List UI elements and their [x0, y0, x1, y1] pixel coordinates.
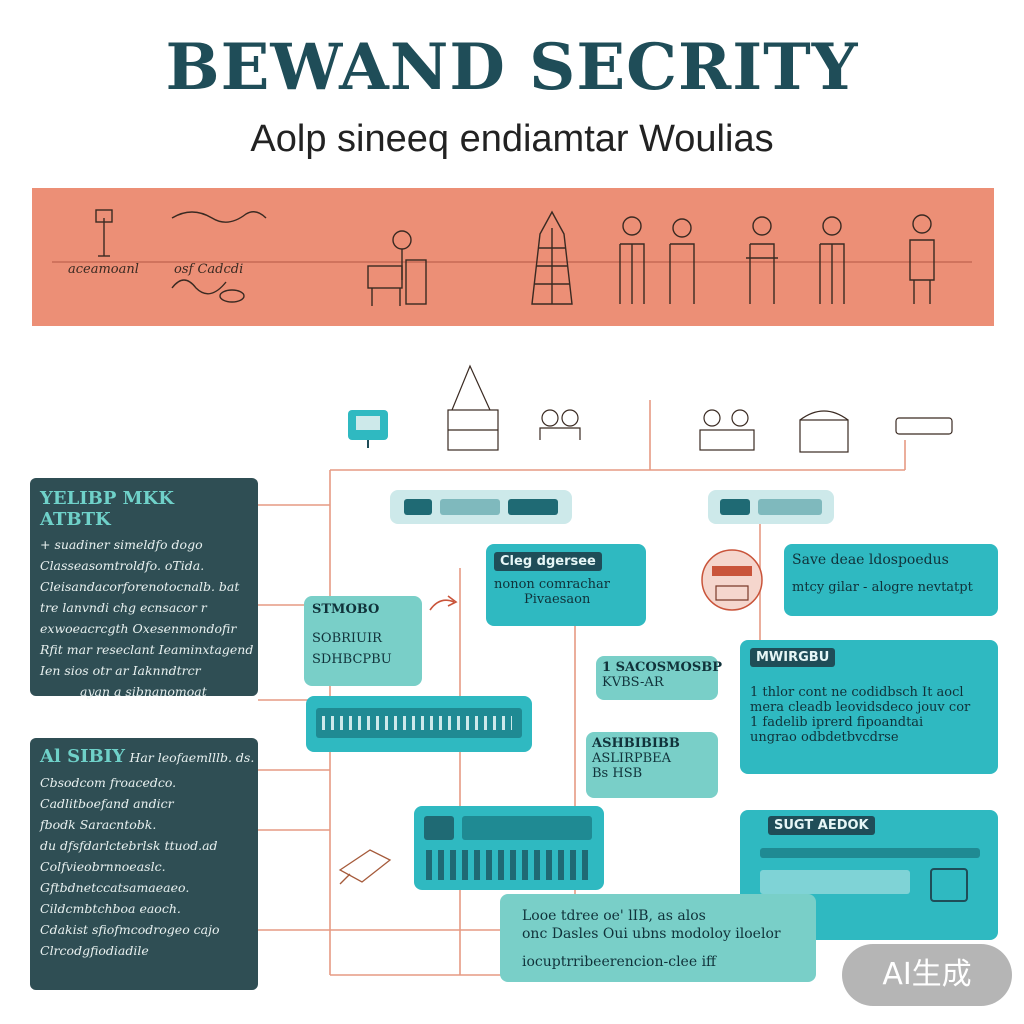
- card-segment-line1: nonon comrachar: [494, 577, 610, 592]
- list-item: Cadlitboefand andicr: [40, 796, 174, 811]
- device-icon-2: [930, 868, 968, 902]
- card-save-label: Save deae ldospoedus: [792, 552, 949, 568]
- hand-doodle-icon: [338, 849, 392, 885]
- list-item: fbodk Saracntobk.: [40, 817, 157, 832]
- card-sketch-label: STMOBO: [312, 602, 380, 617]
- card-status-2[interactable]: ASHBIBIBB ASLIRPBEA Bs HSB: [586, 732, 718, 798]
- card-status-2-line1: ASLIRPBEA: [592, 751, 672, 766]
- info-panel-bottom-heading-suffix: Har leofaemlllb. ds.: [129, 750, 255, 765]
- card-summary-line: onc Dasles Oui ubns modoloy iloelor: [522, 926, 781, 942]
- device-icon: [895, 417, 953, 435]
- card-info-line: ungrao odbdetbvcdrse: [750, 730, 899, 745]
- list-item: Gftbdnetccatsamaeaeo.: [40, 880, 190, 895]
- banner-figures: [52, 209, 972, 306]
- tower-icon: [531, 210, 573, 305]
- card-info-line: mera cleadb leovidsdeco jouv cor: [750, 700, 971, 715]
- arrow-doodle-icon: [429, 595, 458, 611]
- toolbar-strip-1[interactable]: [390, 490, 572, 524]
- info-line: Ien sios otr ar Iaknndtrcr: [40, 663, 201, 678]
- list-item: Cbsodcom froacedco.: [40, 775, 177, 790]
- person-desk-icon: [367, 230, 427, 306]
- card-sketch-line2: SDHBCPBU: [312, 652, 392, 667]
- banner-label-2: osf Cadcdi: [174, 262, 244, 277]
- card-audit-label: SUGT AEDOK: [768, 816, 875, 835]
- card-info-main[interactable]: MWIRGBU 1 thlor cont ne codidbsch It aoc…: [740, 640, 998, 774]
- info-line: + suadiner simeldfo dogo: [40, 537, 203, 552]
- watermark-badge: AI生成: [842, 944, 1012, 1006]
- person-icon-2: [669, 218, 695, 304]
- card-sketch-line1: SOBRIUIR: [312, 631, 382, 646]
- card-status-1-line1: KVBS-AR: [602, 675, 664, 690]
- card-status-2-line2: Bs HSB: [592, 766, 643, 781]
- page-title: BEWAND SECRITY: [165, 30, 859, 105]
- card-status-2-label: ASHBIBIBB: [592, 736, 680, 751]
- card-info-main-label: MWIRGBU: [750, 648, 836, 667]
- card-save-line1: mtcy gilar - alogre nevtatpt: [792, 580, 973, 595]
- card-summary-line: iocuptrribeerencion-clee iff: [522, 954, 716, 970]
- person-icon-5: [909, 214, 935, 304]
- doodle-icon: [171, 211, 267, 303]
- card-info-line: 1 thlor cont ne codidbsch It aocl: [750, 685, 964, 700]
- person-icon-3: [746, 216, 778, 304]
- list-item: du dfsfdarlctebrlsk ttuod.ad: [40, 838, 218, 853]
- illustration-banner: aceamoanl osf Cadcdi: [32, 188, 994, 326]
- people-icon-2: [699, 409, 755, 451]
- info-panel-bottom-heading: Al SIBIY: [40, 746, 125, 767]
- card-status-1-label: 1 SACOSMOSBP: [602, 660, 722, 675]
- emblem-icon: [701, 549, 763, 611]
- info-panel-top-heading: YELIBP MKK ATBTK: [40, 488, 174, 530]
- card-segment[interactable]: Cleg dgersee nonon comrachar Pivaesaon: [486, 544, 646, 626]
- info-panel-bottom: Al SIBIY Har leofaemlllb. ds. Cbsodcom f…: [30, 738, 258, 990]
- info-panel-top: YELIBP MKK ATBTK + suadiner simeldfo dog…: [30, 478, 258, 699]
- card-segment-line2: Pivaesaon: [524, 592, 591, 607]
- monitor-icon: [348, 410, 388, 448]
- card-summary-line: Looe tdree oe' lIB, as alos: [522, 908, 706, 924]
- info-line: ayan a sibnanomoat: [80, 684, 207, 699]
- building-icon-2: [799, 410, 849, 453]
- card-sketch[interactable]: STMOBO SOBRIUIR SDHBCPBU: [304, 596, 422, 686]
- info-line: Cleisandacorforenotocnalb. bat: [40, 579, 240, 594]
- people-icon-1: [539, 409, 581, 440]
- building-icon-1: [447, 364, 499, 451]
- key-icon: [95, 209, 113, 257]
- list-item: Colfvieobrnnoeaslc.: [40, 859, 166, 874]
- info-line: Classeasomtroldfo. oTida.: [40, 558, 205, 573]
- toolbar-strip-2[interactable]: [708, 490, 834, 524]
- card-toolbar[interactable]: [306, 696, 532, 752]
- card-summary[interactable]: Looe tdree oe' lIB, as alos onc Dasles O…: [500, 894, 816, 982]
- info-line: tre lanvndi chg ecnsacor r: [40, 600, 207, 615]
- card-save[interactable]: Save deae ldospoedus mtcy gilar - alogre…: [784, 544, 998, 616]
- page-subtitle: Aolp sineeq endiamtar Woulias: [250, 118, 774, 160]
- info-line: exwoeacrcgth Oxesenmondofir: [40, 621, 237, 636]
- info-line: Rfit mar reseclant Ieaminxtagend: [40, 642, 254, 657]
- card-info-line: 1 fadelib iprerd fipoandtai: [750, 715, 924, 730]
- list-item: Clrcodgfiodiadile: [40, 943, 149, 958]
- card-segment-label: Cleg dgersee: [494, 552, 602, 571]
- list-item: Cildcmbtchboa eaoch.: [40, 901, 181, 916]
- list-item: Cdakist sfiofmcodrogeo cajo: [40, 922, 220, 937]
- person-icon-4: [819, 216, 845, 304]
- card-status-1[interactable]: 1 SACOSMOSBP KVBS-AR: [596, 656, 722, 700]
- banner-label-1: aceamoanl: [68, 262, 139, 277]
- card-grid[interactable]: [414, 806, 604, 890]
- person-icon-1: [619, 216, 645, 304]
